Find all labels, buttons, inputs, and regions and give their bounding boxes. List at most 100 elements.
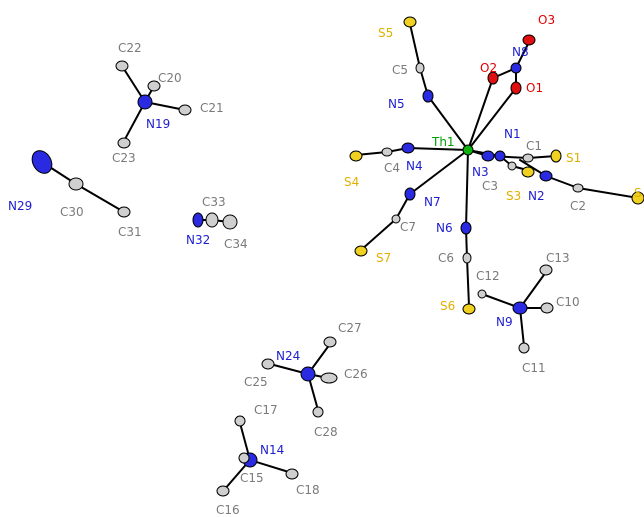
label-n14: N14 [260,443,284,457]
atom-c31 [117,206,131,218]
label-n5: N5 [388,97,405,111]
bond-th1-n6 [465,149,469,229]
bond-th1-o1 [467,87,517,151]
label-th1: Th1 [431,135,455,149]
label-c1: C1 [526,139,542,153]
atom-c23 [117,137,131,149]
label-c10: C10 [556,295,580,309]
label-n1: N1 [504,127,521,141]
atom-n8 [510,62,522,74]
label-n3: N3 [472,165,489,179]
label-n9: N9 [496,315,513,329]
atom-s2 [631,191,644,205]
atom-s6 [462,303,476,315]
label-c2: C2 [570,199,586,213]
label-o1: O1 [526,81,543,95]
atoms [31,16,644,497]
label-c4: C4 [384,161,400,175]
atom-c10 [540,302,554,314]
label-n32: N32 [186,233,210,247]
label-o3: O3 [538,13,555,27]
label-n19: N19 [146,117,170,131]
label-s7: S7 [376,251,391,265]
atom-c11 [518,342,530,354]
atom-c26 [320,372,338,384]
label-c30: C30 [60,205,84,219]
label-c16: C16 [216,503,240,517]
atom-c2 [572,183,584,193]
bond-th1-n7 [409,149,469,195]
label-c3: C3 [482,179,498,193]
atom-n9 [512,301,528,315]
label-c17: C17 [254,403,278,417]
atom-n32 [192,212,204,228]
bond-th1-n5 [427,95,469,151]
atom-c3 [507,161,517,171]
atom-o1 [510,81,522,95]
bond-th1-o2 [467,77,494,151]
label-c20: C20 [158,71,182,85]
label-c27: C27 [338,321,362,335]
atom-n4 [401,142,415,154]
bond-c5-s5 [409,23,421,69]
label-n4: N4 [406,159,423,173]
label-c22: C22 [118,41,142,55]
atom-c18 [285,468,299,480]
label-n7: N7 [424,195,441,209]
label-c7: C7 [400,220,416,234]
bond-c6-s6 [466,257,470,307]
atom-o3 [522,34,536,46]
label-c12: C12 [476,269,500,283]
bond-th1-n4 [407,147,469,151]
atom-o2 [487,71,499,85]
label-c15: C15 [240,471,264,485]
label-n24: N24 [276,349,300,363]
label-n29: N29 [8,199,32,213]
atom-labels: Th1 O2 O1 O3 N8 S5 C5 N5 N1 C1 S1 N3 C3 … [8,13,642,517]
atom-c27 [323,336,337,348]
atom-c6 [462,252,472,264]
atom-c12 [477,289,487,299]
label-c34: C34 [224,237,248,251]
atom-c13 [539,264,553,276]
atom-c20 [147,80,161,92]
label-s4: S4 [344,175,359,189]
atom-n29 [31,150,53,174]
atom-c4 [381,147,393,157]
bond-c2-s2 [577,187,639,199]
label-c11: C11 [522,361,546,375]
atom-s1 [550,149,562,163]
bond-c7-s7 [360,218,397,251]
atom-n24 [300,366,316,382]
atom-c33 [205,212,219,228]
label-o2: O2 [480,61,497,75]
atom-n5 [422,89,434,103]
label-c26: C26 [344,367,368,381]
label-c28: C28 [314,425,338,439]
atom-s5 [403,16,417,28]
atom-c7 [391,214,401,224]
atom-c30 [68,177,84,191]
label-n8: N8 [512,45,529,59]
label-c33: C33 [202,195,226,209]
label-c31: C31 [118,225,142,239]
label-n6: N6 [436,221,453,235]
atom-n6 [460,221,472,235]
bond-c30-c31 [75,183,125,213]
atom-c34 [222,214,238,230]
label-c18: C18 [296,483,320,497]
atom-c21 [178,104,192,116]
label-s6: S6 [440,299,455,313]
atom-c15 [238,452,250,464]
label-c6: C6 [438,251,454,265]
atom-n19 [137,94,153,110]
atom-c25 [261,358,275,370]
atom-n2 [539,170,553,182]
atom-th1 [462,144,474,156]
atom-n1 [481,150,495,162]
atom-n3 [494,150,506,162]
atom-s7 [354,245,368,257]
label-s1: S1 [566,151,581,165]
bond-n9-c13 [519,271,547,309]
